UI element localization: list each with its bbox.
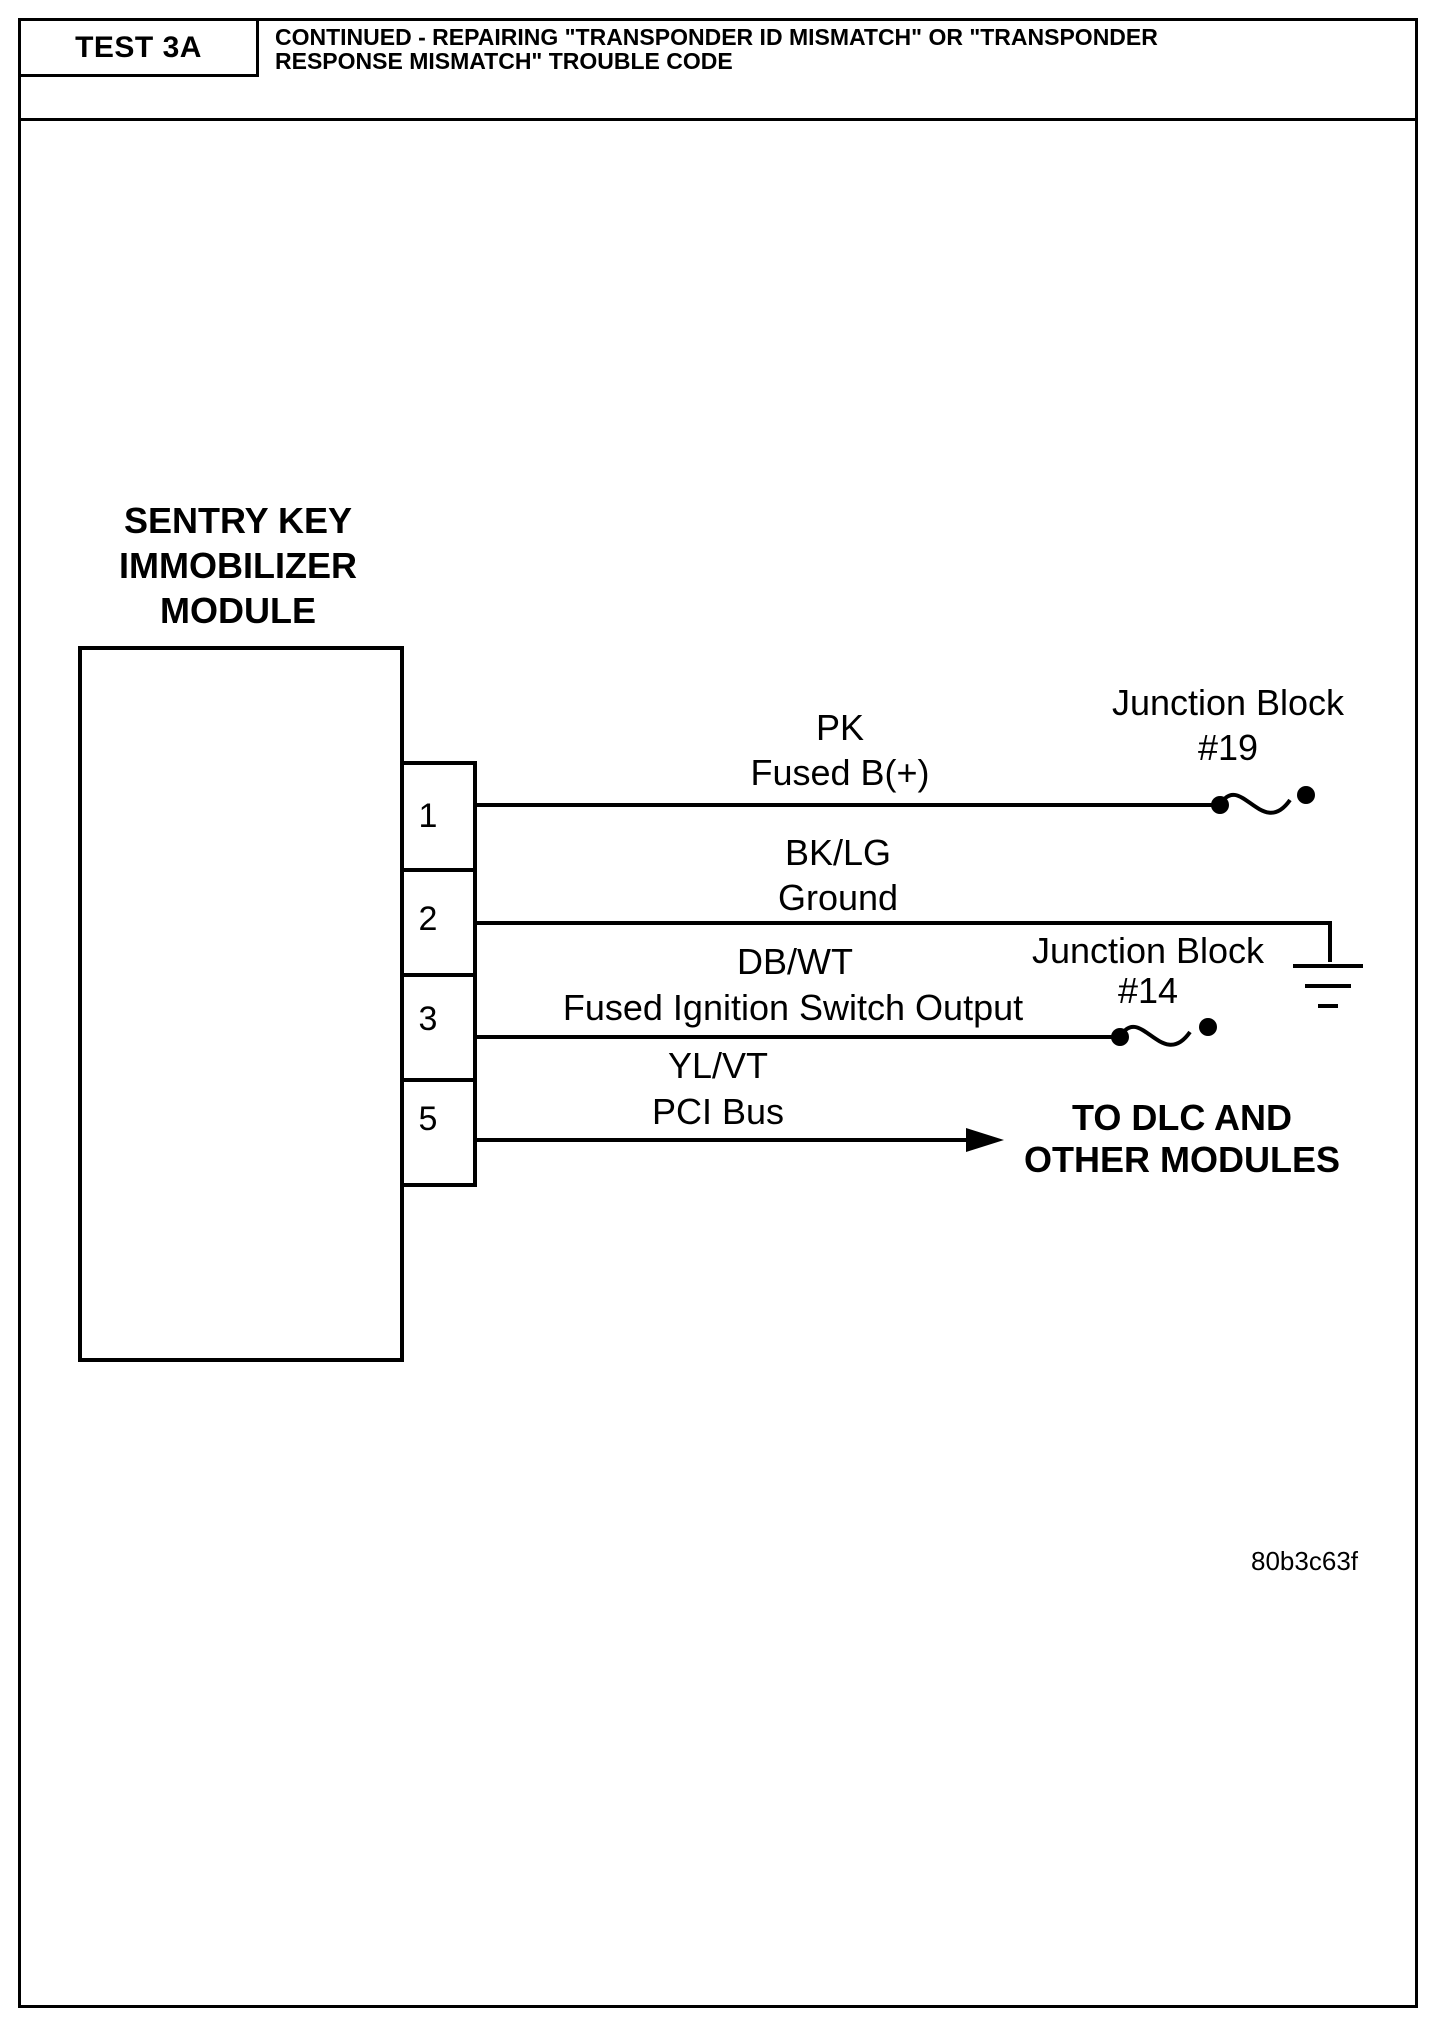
pin-number-3: 3 — [419, 1000, 438, 1038]
ground-icon — [1293, 964, 1363, 1008]
pin-number-1: 1 — [419, 797, 438, 835]
jb19-label-line2: #19 — [1198, 727, 1258, 768]
jb14-label-line2: #14 — [1118, 970, 1178, 1011]
wire-5-color: YL/VT — [668, 1045, 768, 1086]
header: TEST 3A CONTINUED - REPAIRING "TRANSPOND… — [21, 21, 1415, 121]
wire-1-color: PK — [816, 707, 864, 748]
module-box — [78, 646, 404, 1362]
wire-pin-2 — [475, 921, 1332, 962]
test-id: TEST 3A — [21, 21, 259, 77]
module-title-line1: SENTRY KEY — [124, 500, 352, 541]
wire-5-circuit: PCI Bus — [652, 1091, 784, 1132]
page-frame: TEST 3A CONTINUED - REPAIRING "TRANSPOND… — [18, 18, 1418, 2008]
pin-number-5: 5 — [419, 1100, 438, 1138]
jb19-label-line1: Junction Block — [1112, 682, 1345, 723]
fuse-symbol-jb19 — [1211, 786, 1315, 815]
module-title-line2: IMMOBILIZER — [119, 545, 357, 586]
figure-code: 80b3c63f — [1251, 1546, 1359, 1576]
arrow-head-icon — [966, 1128, 1004, 1152]
wire-1-circuit: Fused B(+) — [750, 752, 929, 793]
destination-line2: OTHER MODULES — [1024, 1139, 1340, 1180]
wire-2-color: BK/LG — [785, 832, 891, 873]
header-title: CONTINUED - REPAIRING "TRANSPONDER ID MI… — [275, 24, 1158, 74]
wire-3-circuit: Fused Ignition Switch Output — [563, 987, 1023, 1028]
jb14-label-line1: Junction Block — [1032, 930, 1265, 971]
wire-2-circuit: Ground — [778, 877, 898, 918]
destination-line1: TO DLC AND — [1072, 1097, 1292, 1138]
pin-number-2: 2 — [419, 900, 438, 938]
fuse-symbol-jb14 — [1111, 1018, 1217, 1047]
wire-3-color: DB/WT — [737, 941, 853, 982]
module-title-line3: MODULE — [160, 590, 316, 631]
